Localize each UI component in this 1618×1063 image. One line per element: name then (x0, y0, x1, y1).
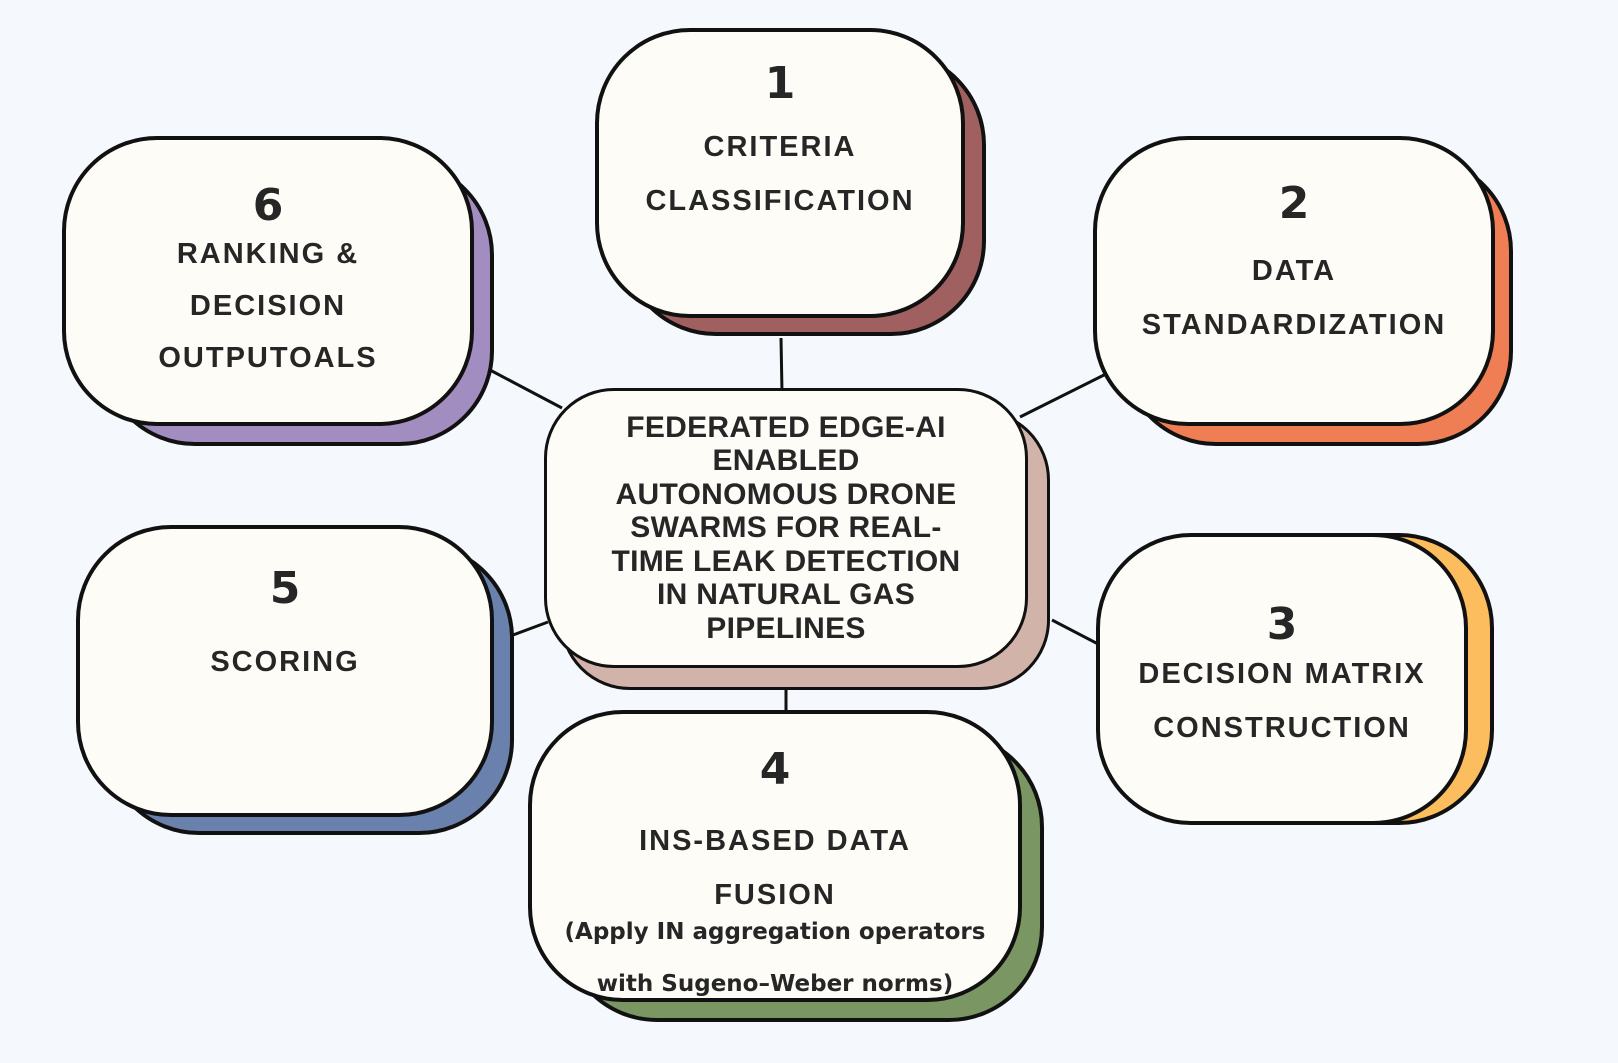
step-3-card: 3 DECISION MATRIX CONSTRUCTION (1096, 533, 1468, 825)
step-5-label: SCORING (210, 646, 360, 678)
step-6-label: RANKING & DECISION OUTPUTOALS (158, 238, 378, 374)
step-4-card: 4 INS-BASED DATA FUSION (Apply IN aggreg… (528, 710, 1022, 1002)
step-1-number: 1 (764, 58, 796, 109)
connector-step6 (489, 368, 563, 410)
step-4-number: 4 (759, 744, 791, 795)
step-2-card: 2 DATA STANDARDIZATION (1093, 136, 1495, 426)
step-1-label: CRITERIA CLASSIFICATION (645, 131, 915, 217)
step-4-label: INS-BASED DATA FUSION (639, 825, 911, 911)
center-title: FEDERATED EDGE-AI ENABLED AUTONOMOUS DRO… (611, 410, 961, 645)
connector-step1 (779, 337, 784, 393)
step-2-label: DATA STANDARDIZATION (1141, 255, 1447, 341)
step-1-card: 1 CRITERIA CLASSIFICATION (595, 28, 965, 318)
step-6-number: 6 (252, 180, 284, 231)
step-3-number: 3 (1266, 599, 1298, 650)
step-3-label: DECISION MATRIX CONSTRUCTION (1138, 658, 1426, 744)
step-6-card: 6 RANKING & DECISION OUTPUTOALS (62, 136, 474, 426)
connector-step5 (512, 620, 549, 637)
connector-step2 (1019, 370, 1111, 419)
step-5-number: 5 (269, 563, 301, 614)
connector-step3 (1051, 618, 1101, 647)
step-5-card: 5 SCORING (76, 525, 494, 817)
step-2-number: 2 (1278, 178, 1310, 229)
step-4-detail: (Apply IN aggregation operators with Sug… (564, 919, 986, 997)
center-node-card: FEDERATED EDGE-AI ENABLED AUTONOMOUS DRO… (544, 388, 1028, 668)
